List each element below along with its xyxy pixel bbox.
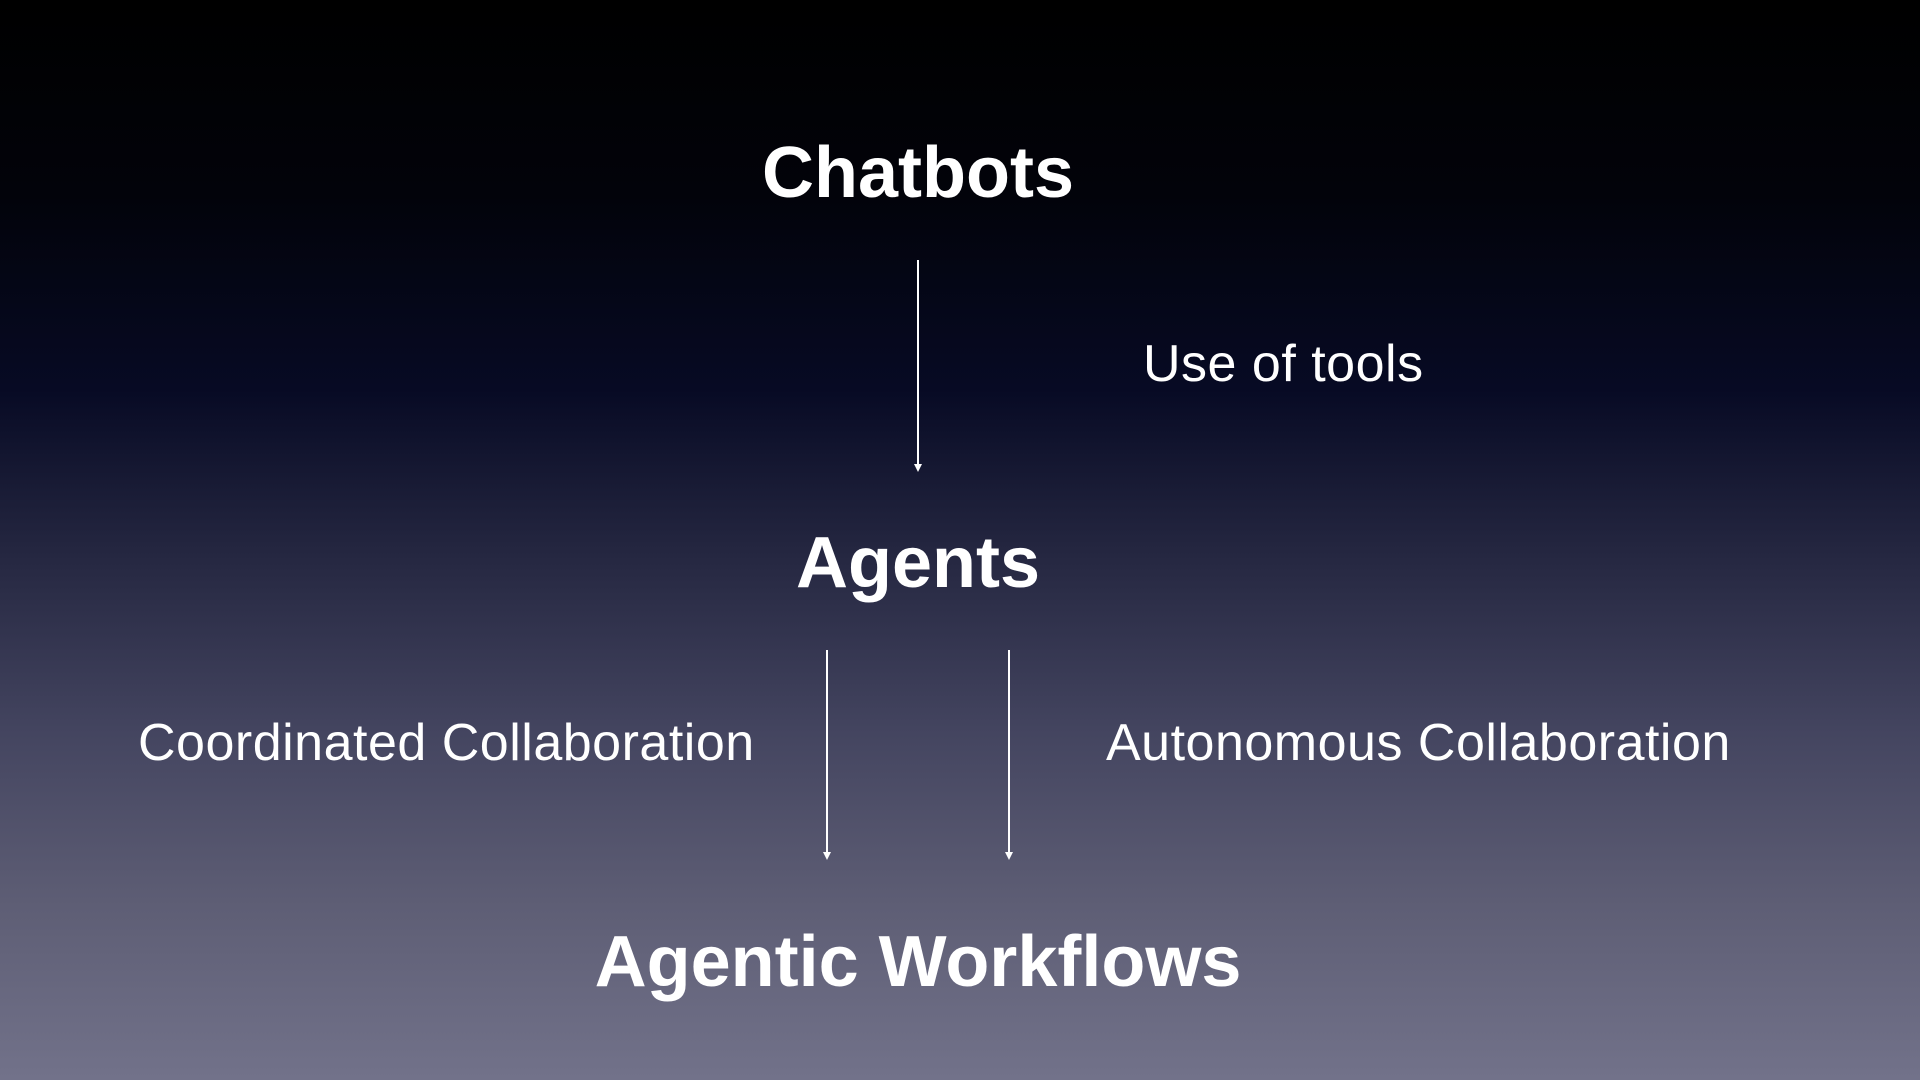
node-agentic-workflows: Agentic Workflows: [594, 922, 1242, 1002]
node-chatbots: Chatbots: [762, 133, 1074, 213]
node-agents: Agents: [795, 523, 1041, 603]
edge-label-autonomous-collaboration: Autonomous Collaboration: [1106, 714, 1731, 772]
edge-label-use-of-tools: Use of tools: [1143, 335, 1424, 393]
edge-label-coordinated-collaboration: Coordinated Collaboration: [138, 714, 755, 772]
